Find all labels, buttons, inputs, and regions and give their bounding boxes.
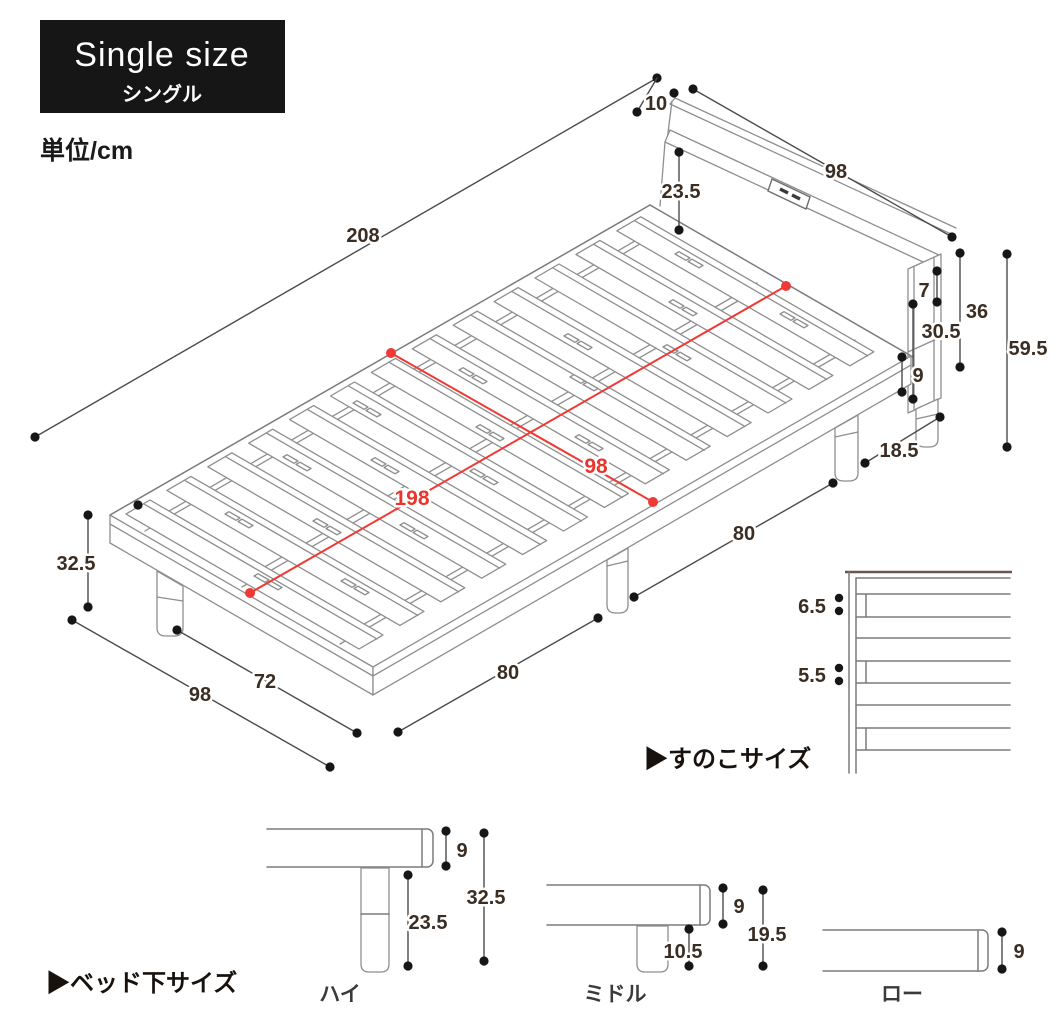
dim-shelf-depth: 10 xyxy=(632,77,679,118)
dim-shelf-board-height: 7 xyxy=(916,266,942,307)
svg-text:72: 72 xyxy=(254,671,276,693)
dim-middle-total: 19.5 xyxy=(745,885,789,971)
red-dimensions: 198 98 xyxy=(245,281,791,598)
leg-head-front xyxy=(834,414,859,482)
svg-text:10: 10 xyxy=(645,93,667,115)
dim-shelf-clearance: 23.5 xyxy=(659,147,703,235)
svg-text:208: 208 xyxy=(346,225,379,247)
size-badge xyxy=(40,20,285,113)
variant-low-label: ロー xyxy=(881,983,923,1006)
dim-leg-span-foot: 80 xyxy=(393,613,603,737)
dim-total-height: 59.5 xyxy=(1002,249,1050,452)
svg-text:23.5: 23.5 xyxy=(409,912,448,934)
bed-frame xyxy=(109,204,914,696)
dim-under-shelf-clearance: 30.5 xyxy=(908,299,963,404)
unit-label: 単位/cm xyxy=(40,136,133,165)
dim-high-rail: 9 xyxy=(441,826,470,871)
dim-slat-width: 6.5 xyxy=(796,594,844,621)
dim-slat-area-length: 198 xyxy=(245,281,791,598)
dim-total-length: 208 xyxy=(30,73,662,442)
svg-text:23.5: 23.5 xyxy=(662,181,701,203)
svg-text:36: 36 xyxy=(966,301,988,323)
bed-isometric-drawing xyxy=(109,97,957,696)
dim-leg-span-head: 80 xyxy=(629,478,838,602)
under-bed-sizes: ▶ベッド下サイズ 9 23.5 32.5 ハイ xyxy=(46,826,1027,1006)
dim-slat-gap: 5.5 xyxy=(796,663,844,690)
dim-middle-rail: 9 xyxy=(718,883,747,929)
slat-section-lines xyxy=(855,577,1011,751)
variant-middle-label: ミドル xyxy=(584,983,647,1006)
svg-text:10.5: 10.5 xyxy=(664,941,703,963)
svg-text:7: 7 xyxy=(918,280,929,302)
variant-middle: 9 10.5 19.5 ミドル xyxy=(546,883,789,1006)
svg-text:6.5: 6.5 xyxy=(798,596,826,618)
dim-high-total: 32.5 xyxy=(464,828,508,966)
svg-text:32.5: 32.5 xyxy=(57,553,96,575)
svg-text:9: 9 xyxy=(733,896,744,918)
slats xyxy=(125,216,875,650)
leg-foot-left xyxy=(156,570,184,637)
leg-headboard xyxy=(915,398,939,448)
svg-text:98: 98 xyxy=(584,455,608,478)
dim-headboard-unit-depth: 18.5 xyxy=(860,412,945,468)
leg-middle xyxy=(606,547,629,614)
svg-text:98: 98 xyxy=(189,684,211,706)
svg-text:59.5: 59.5 xyxy=(1009,338,1048,360)
dim-headboard-width: 98 xyxy=(688,84,957,242)
front-face xyxy=(372,355,912,696)
svg-text:198: 198 xyxy=(394,487,429,510)
size-label-ja: シングル xyxy=(122,82,202,106)
dim-side-rail-height: 9 xyxy=(897,352,926,397)
size-label-en: Single size xyxy=(74,36,249,74)
dim-frame-width: 98 xyxy=(67,615,335,772)
dim-frame-top-height: 32.5 xyxy=(54,500,143,612)
svg-text:5.5: 5.5 xyxy=(798,665,826,687)
variant-high: 9 23.5 32.5 ハイ xyxy=(266,826,508,1006)
svg-text:80: 80 xyxy=(497,662,519,684)
svg-text:19.5: 19.5 xyxy=(748,924,787,946)
dim-slat-area-width: 98 xyxy=(386,348,658,507)
dim-leg-inset-span: 72 xyxy=(172,625,362,738)
svg-text:18.5: 18.5 xyxy=(880,440,919,462)
svg-text:9: 9 xyxy=(1013,941,1024,963)
svg-text:80: 80 xyxy=(733,523,755,545)
power-outlet-icon xyxy=(767,178,811,210)
under-bed-section-title: ▶ベッド下サイズ xyxy=(46,969,237,997)
svg-text:9: 9 xyxy=(456,840,467,862)
svg-text:9: 9 xyxy=(912,365,923,387)
foot-face xyxy=(109,514,374,696)
dimension-annotations: 208 10 98 23.5 7 36 xyxy=(30,73,1050,772)
dim-low-rail: 9 xyxy=(997,927,1027,974)
dim-headboard-panel-height: 36 xyxy=(955,248,991,372)
sunoko-section-title: ▶すのこサイズ xyxy=(644,745,811,773)
sunoko-detail: 6.5 5.5 ▶すのこサイズ xyxy=(644,570,1012,774)
svg-text:32.5: 32.5 xyxy=(467,887,506,909)
header: Single size シングル 単位/cm xyxy=(40,20,285,165)
svg-text:30.5: 30.5 xyxy=(922,321,961,343)
dim-high-leg: 23.5 xyxy=(403,870,450,971)
svg-text:98: 98 xyxy=(825,161,847,183)
dim-middle-leg: 10.5 xyxy=(661,924,705,971)
variant-high-label: ハイ xyxy=(319,983,361,1006)
headboard xyxy=(659,97,957,414)
variant-low: 9 ロー xyxy=(822,927,1027,1006)
bed-legs xyxy=(156,398,939,637)
